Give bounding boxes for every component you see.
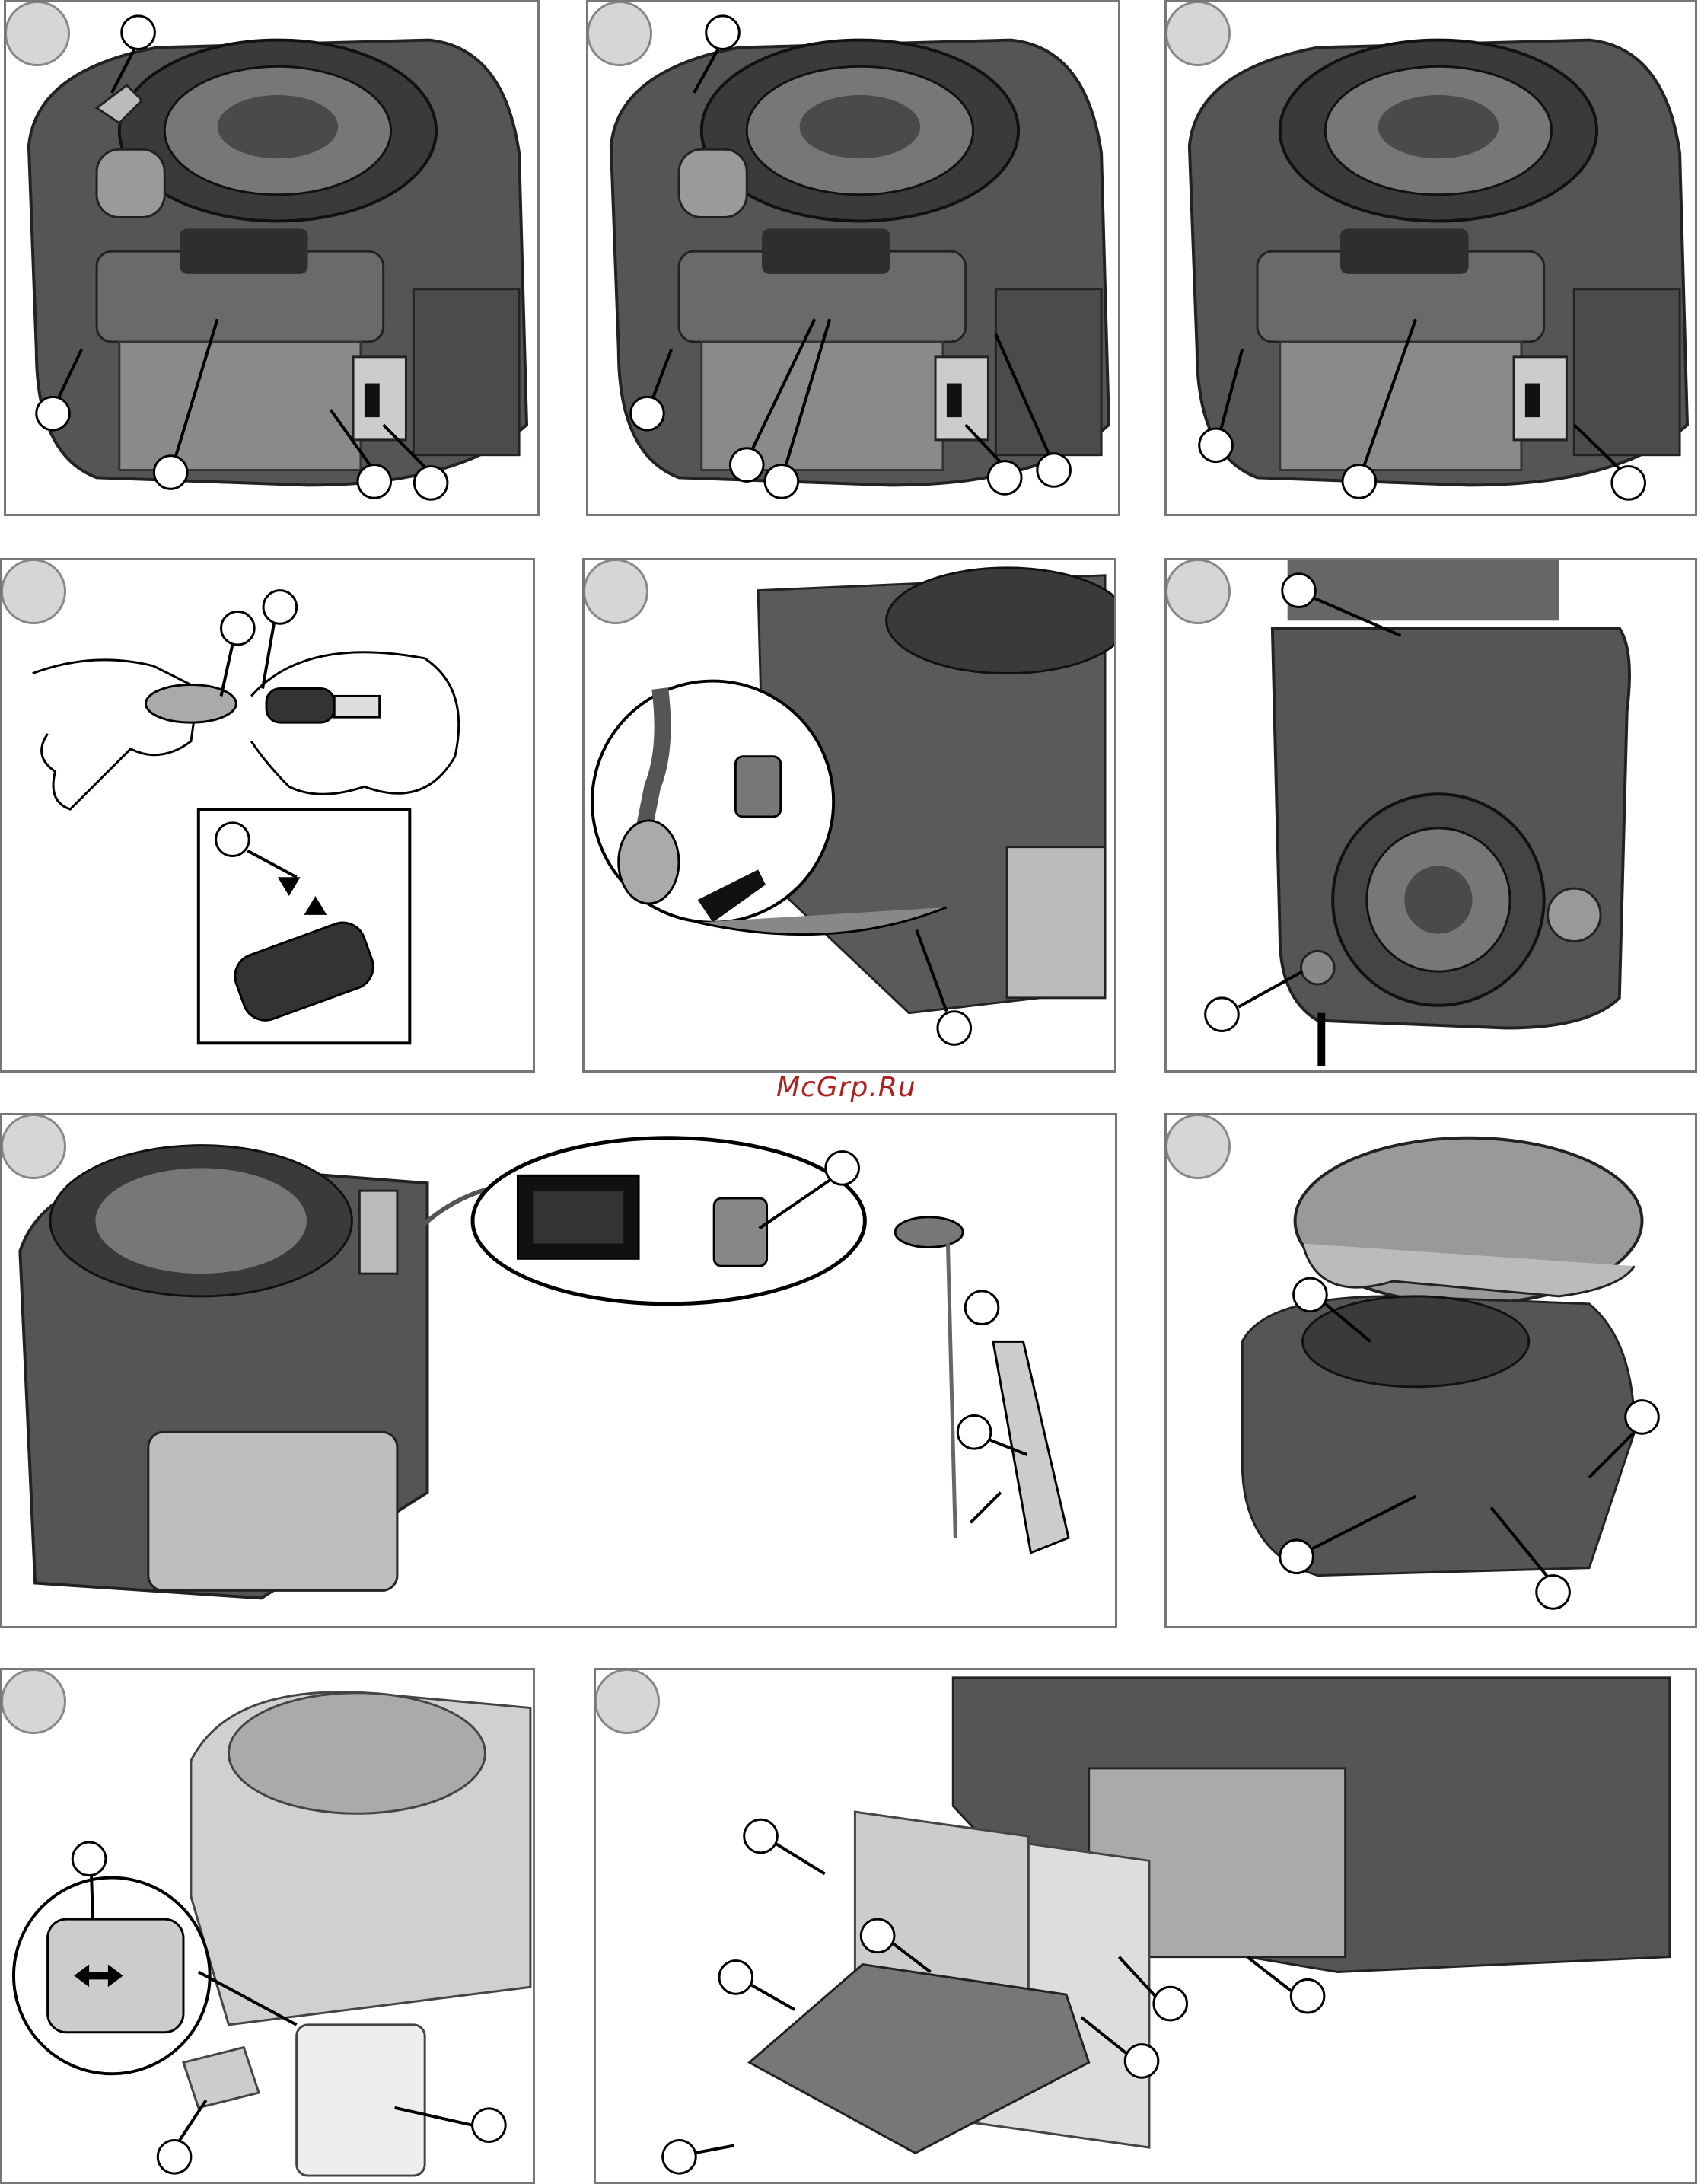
oil-fill-illustration — [2, 1115, 1115, 1626]
engine-illustration — [1167, 2, 1695, 514]
watermark: McGrp.Ru — [776, 1072, 916, 1103]
panel-8 — [1164, 1113, 1697, 1628]
air-filter-paper-illustration — [596, 1670, 1695, 2182]
panel-2 — [586, 0, 1120, 516]
panel-10 — [594, 1668, 1697, 2184]
fuel-line-illustration — [585, 560, 1114, 1070]
panel-4 — [0, 558, 535, 1073]
panel-5 — [582, 558, 1116, 1073]
engine-illustration — [588, 2, 1118, 514]
cover-removal-illustration — [1167, 1115, 1695, 1626]
spark-plug-gap-illustration — [2, 560, 533, 1070]
air-filter-foam-illustration — [2, 1670, 533, 2182]
panel-3 — [1164, 0, 1697, 516]
panel-9 — [0, 1668, 535, 2184]
panel-1 — [4, 0, 540, 516]
engine-top-view-illustration — [1167, 560, 1695, 1070]
engine-illustration — [6, 2, 537, 514]
panel-6 — [1164, 558, 1697, 1073]
panel-7 — [0, 1113, 1117, 1628]
